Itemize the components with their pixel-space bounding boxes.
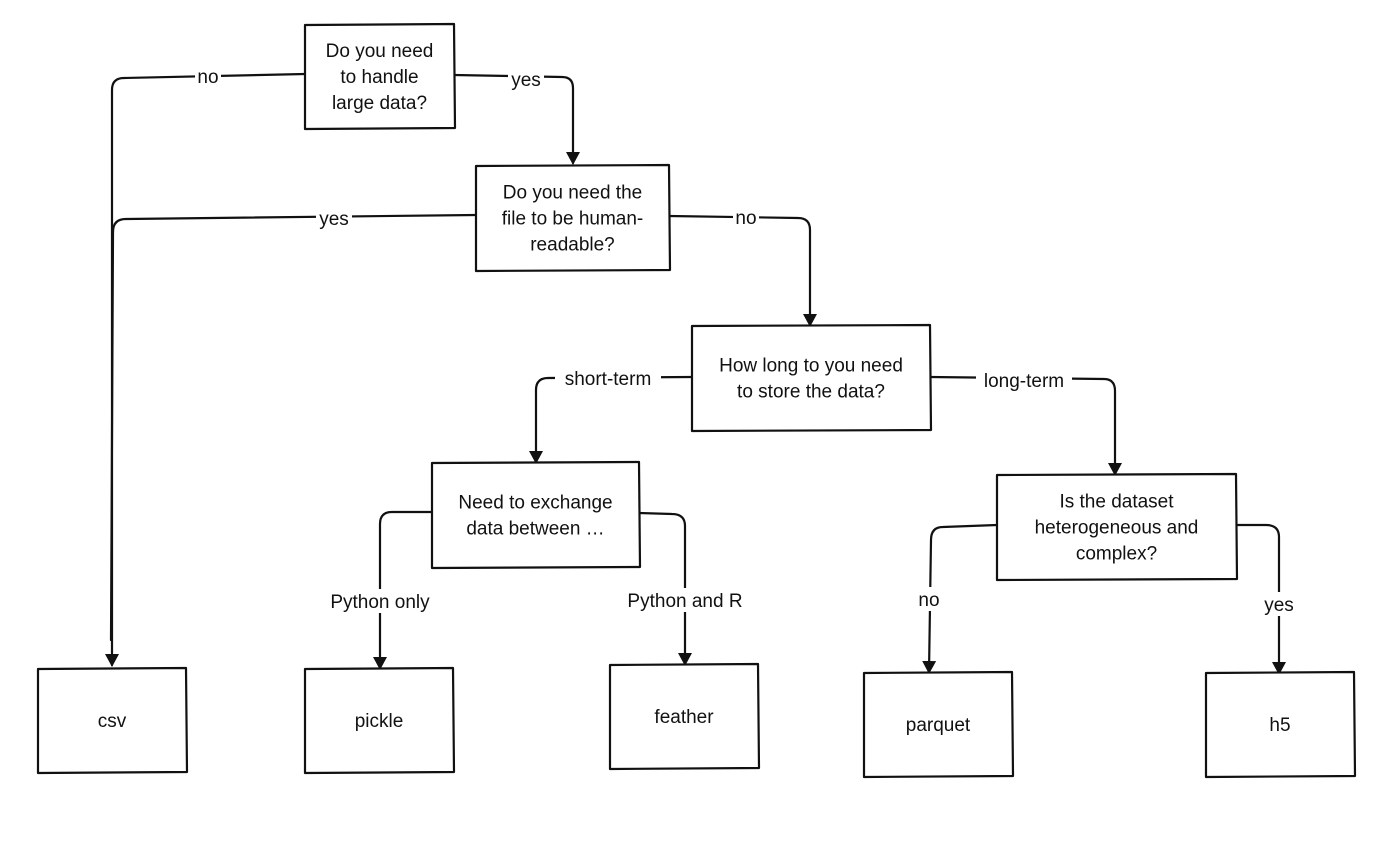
node-text-line: csv [98, 711, 127, 732]
edge-label-exchange-python: Python only [322, 589, 438, 613]
edge-label-text: yes [319, 209, 349, 230]
edge-exchange-r [637, 511, 692, 666]
node-q-human: Do you need the file to be human-readable… [474, 163, 672, 273]
node-box [1204, 670, 1357, 779]
edge-store-short [529, 375, 694, 464]
edge-label-text: yes [511, 70, 541, 91]
node-pickle: pickle [303, 666, 456, 775]
node-text-line: pickle [355, 711, 404, 732]
edge-human-yes [109, 213, 478, 642]
edge-hetero-no [922, 523, 999, 674]
node-box [608, 662, 761, 771]
edges-layer [105, 72, 1286, 675]
edge-label-text: long-term [984, 371, 1064, 392]
edge-label-hetero-no: no [916, 587, 942, 611]
edge-label-human-no: no [733, 205, 759, 229]
node-text-line: Need to exchange [458, 493, 612, 514]
edge-label-text: no [197, 67, 218, 88]
edge-label-store-short: short-term [555, 366, 661, 390]
edge-label-background [322, 589, 438, 613]
edge-label-human-yes: yes [316, 206, 352, 230]
edge-store-long [928, 375, 1122, 476]
node-box [995, 472, 1239, 582]
node-box [862, 670, 1015, 779]
edge-human-no [667, 214, 817, 327]
node-parquet: parquet [862, 670, 1015, 779]
node-feather: feather [608, 662, 761, 771]
node-box [303, 22, 457, 131]
node-text-line: to handle [340, 67, 418, 88]
edge-large-yes [452, 73, 580, 165]
node-text-line: h5 [1269, 715, 1290, 736]
node-text-line: complex? [1076, 544, 1157, 565]
node-box [690, 323, 933, 433]
node-text-line: parquet [906, 715, 971, 736]
node-text-line: large data? [332, 93, 427, 114]
node-q-store: How long to you need to store the data? [690, 323, 933, 433]
node-q-exchange: Need to exchange data between … [430, 460, 642, 570]
edge-label-large-no: no [195, 64, 221, 88]
edge-label-text: Python and R [627, 591, 742, 612]
edge-large-no [105, 72, 307, 667]
edge-exchange-python [373, 510, 434, 670]
edge-label-background [508, 67, 544, 91]
edge-label-background [976, 368, 1072, 392]
edge-label-hetero-yes: yes [1261, 592, 1297, 616]
edge-hetero-yes [1234, 523, 1286, 675]
node-box [474, 163, 672, 273]
edge-label-background [1261, 592, 1297, 616]
edge-label-store-long: long-term [976, 368, 1072, 392]
node-text-line: Do you need [326, 41, 434, 62]
node-text-line: feather [654, 707, 714, 728]
edge-label-large-yes: yes [508, 67, 544, 91]
node-text-line: Is the dataset [1059, 492, 1174, 513]
edge-label-background [195, 64, 221, 88]
node-box [303, 666, 456, 775]
node-text-line: Do you need the [503, 183, 642, 204]
edge-label-text: yes [1264, 595, 1294, 616]
edge-label-background [622, 588, 748, 612]
edge-label-text: no [735, 208, 756, 229]
edge-label-background [916, 587, 942, 611]
node-box [430, 460, 642, 570]
edge-label-text: short-term [565, 369, 652, 390]
node-text-line: readable? [530, 235, 615, 256]
edge-label-background [316, 206, 352, 230]
node-text-line: to store the data? [737, 382, 885, 403]
node-text-line: file to be human- [502, 209, 644, 230]
edge-label-background [555, 366, 661, 390]
node-text-line: heterogeneous and [1035, 518, 1199, 539]
edge-label-text: Python only [330, 592, 430, 613]
edge-label-exchange-r: Python and R [622, 588, 748, 612]
edge-label-background [733, 205, 759, 229]
node-text-line: data between … [466, 519, 604, 540]
node-text-line: How long to you need [719, 356, 903, 377]
node-q-hetero: Is the dataset heterogeneous and complex? [995, 472, 1239, 582]
node-h5: h5 [1204, 670, 1357, 779]
node-csv: csv [36, 666, 189, 775]
node-q-large: Do you need to handle large data? [303, 22, 457, 131]
node-box [36, 666, 189, 775]
edge-label-text: no [918, 590, 939, 611]
